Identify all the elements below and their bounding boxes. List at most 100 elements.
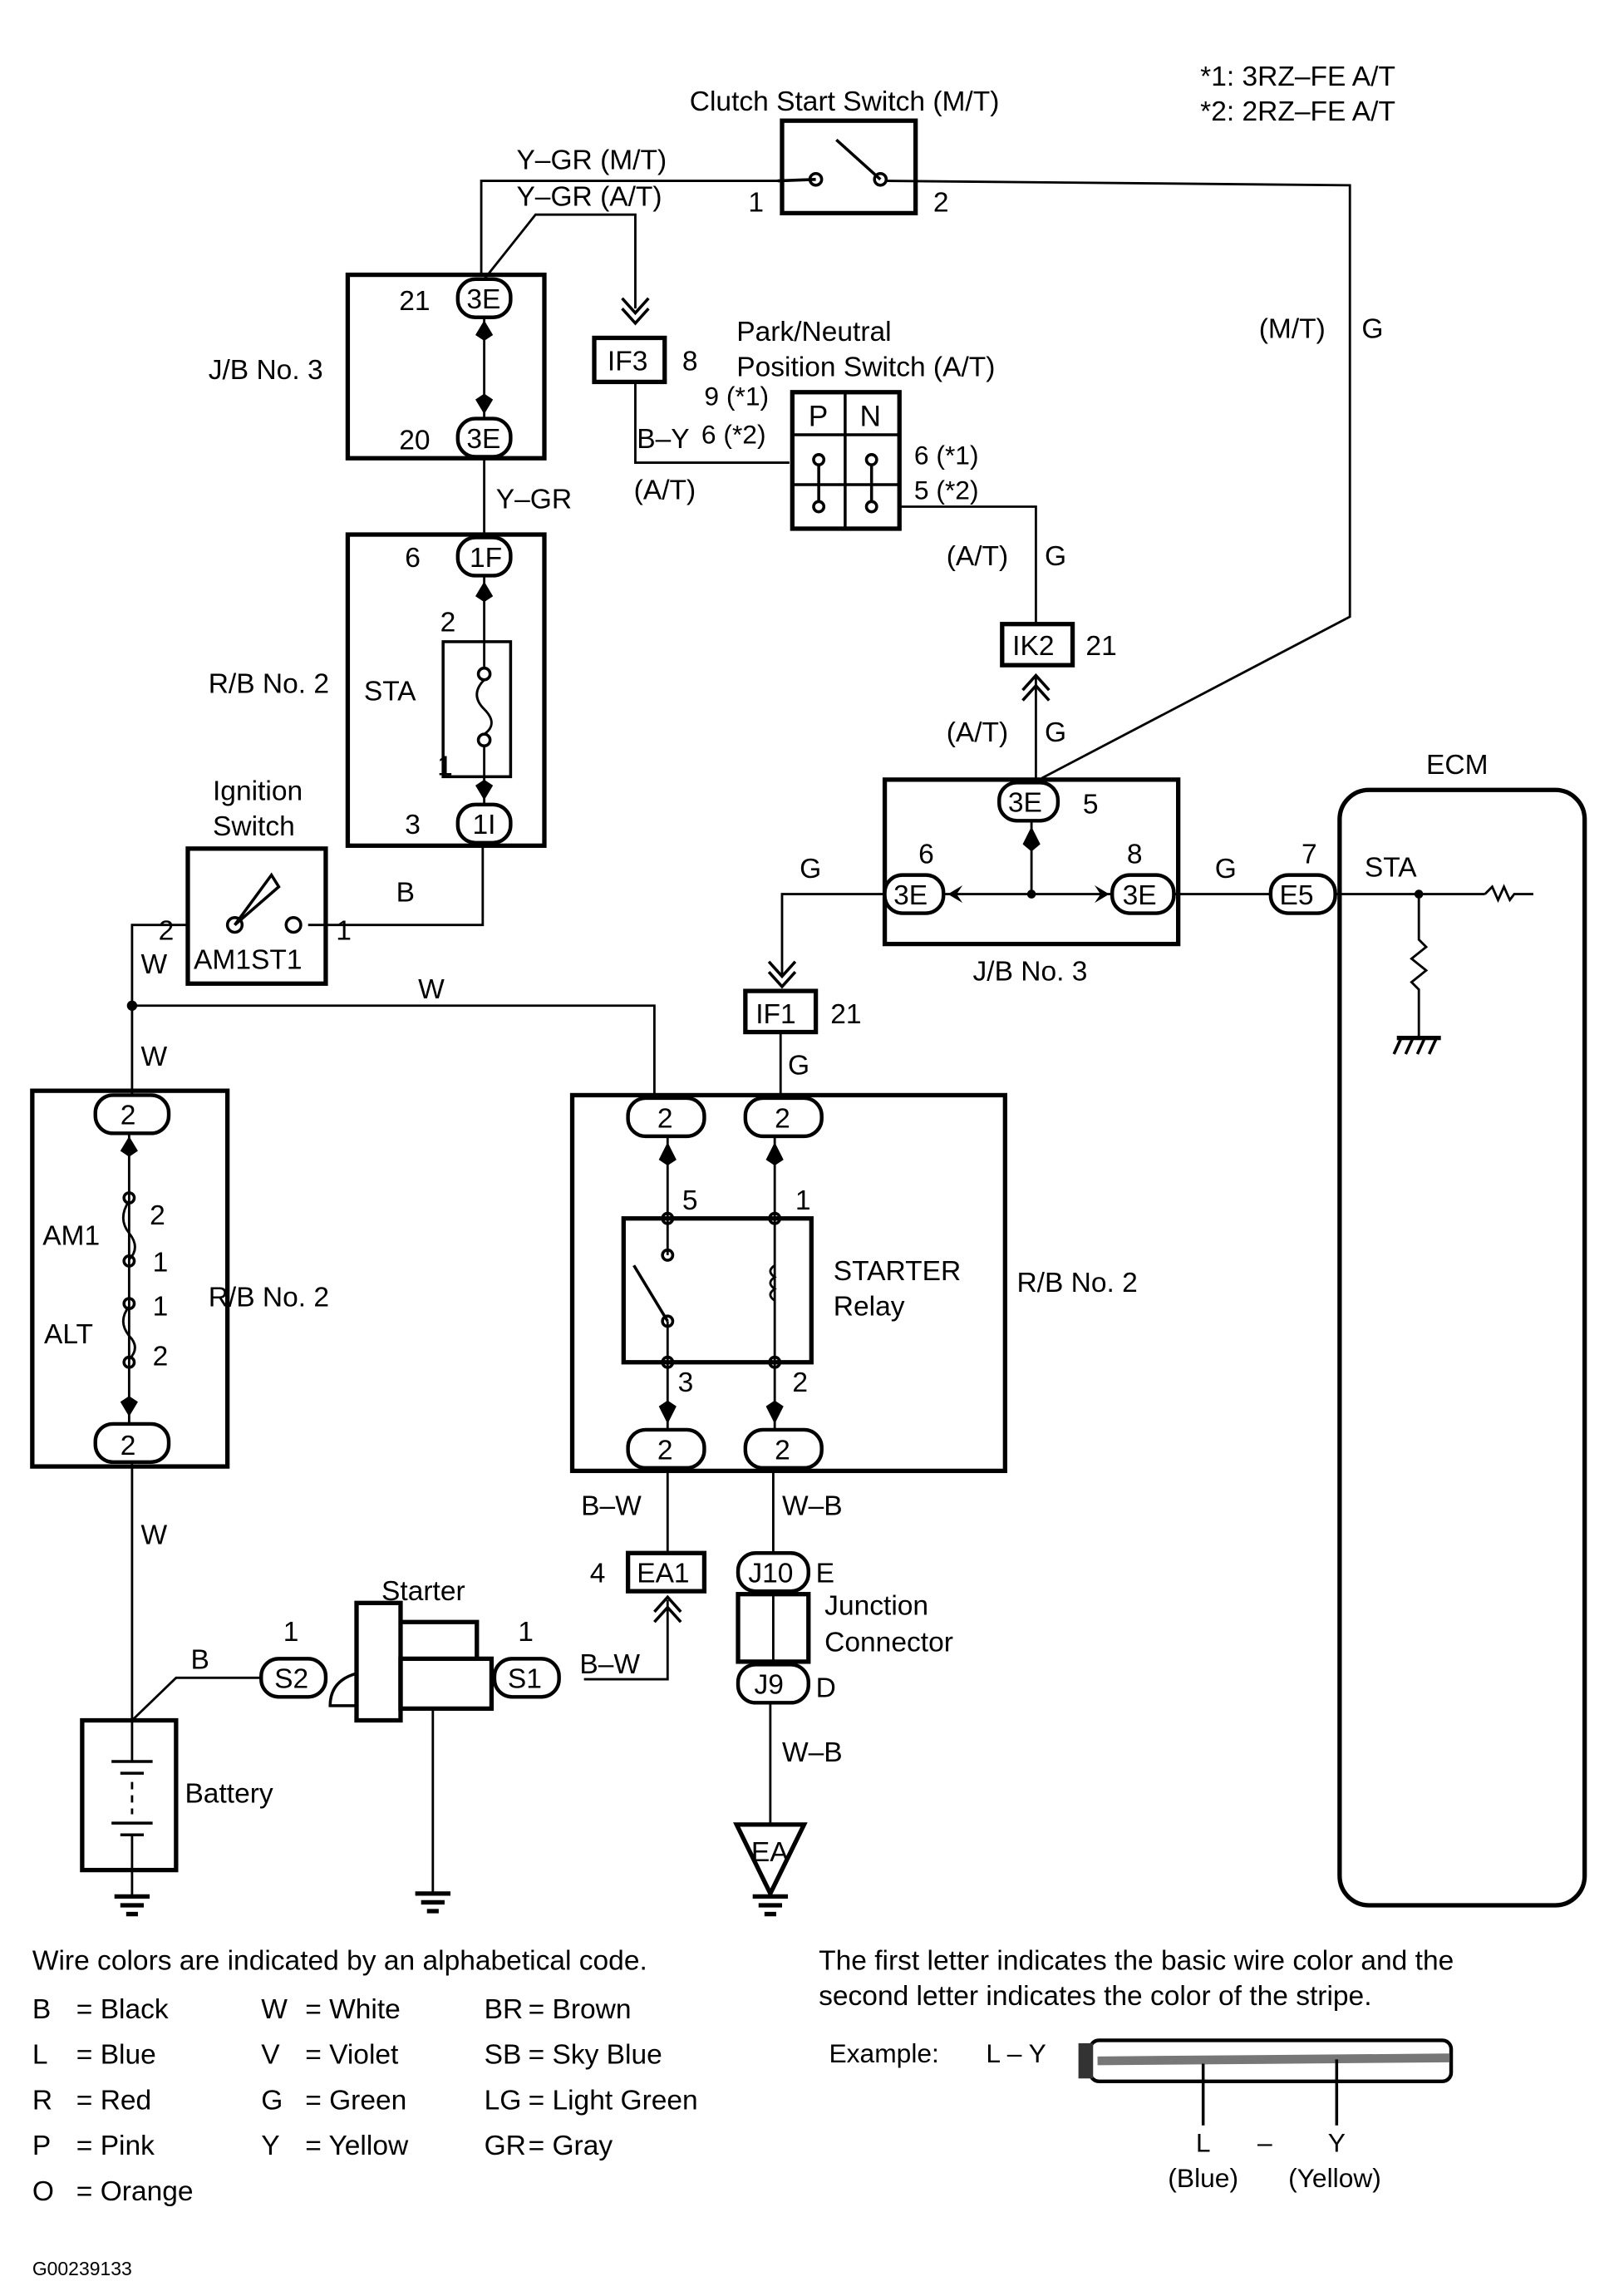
svg-text:(A/T): (A/T) xyxy=(634,475,696,506)
pin-if3-8: 8 xyxy=(682,346,698,377)
svg-text:G: G xyxy=(788,1051,809,1081)
legend-code: L xyxy=(32,2040,48,2071)
svg-text:1: 1 xyxy=(283,1617,299,1648)
pn-switch-label-2: Position Switch (A/T) xyxy=(736,352,995,382)
svg-text:6 (*1): 6 (*1) xyxy=(914,440,979,470)
svg-text:–: – xyxy=(1257,2128,1272,2158)
svg-text:2: 2 xyxy=(121,1101,136,1131)
wire-label-g-mt: G xyxy=(1361,313,1383,344)
connector-j9 xyxy=(736,1663,810,1705)
svg-text:AM1: AM1 xyxy=(42,1221,100,1252)
pin-clutch-2: 2 xyxy=(933,188,949,219)
jb3-box-left xyxy=(345,272,547,461)
clutch-start-switch xyxy=(777,118,918,216)
jb3-label-left: J/B No. 3 xyxy=(209,355,323,386)
svg-text:E: E xyxy=(816,1559,834,1589)
legend-color: = Violet xyxy=(305,2040,399,2071)
pn-p: P xyxy=(809,400,829,432)
svg-text:2: 2 xyxy=(775,1103,790,1134)
wire-ygr-at xyxy=(483,213,637,309)
legend-title: Wire colors are indicated by an alphabet… xyxy=(32,1946,647,1977)
svg-text:L: L xyxy=(1196,2128,1211,2158)
wire-by xyxy=(634,382,790,464)
svg-text:STA: STA xyxy=(364,677,416,707)
svg-text:IF3: IF3 xyxy=(608,346,647,377)
pn-n: N xyxy=(860,400,881,432)
legend-color: = Light Green xyxy=(529,2085,698,2116)
rb2-alt-box xyxy=(30,1088,230,1469)
battery xyxy=(80,1717,179,1873)
jb3-box-right xyxy=(882,777,1181,947)
svg-text:J10: J10 xyxy=(748,1559,793,1589)
clutch-switch-label: Clutch Start Switch (M/T) xyxy=(690,86,1000,117)
legend-code: V xyxy=(261,2040,280,2071)
svg-text:(Yellow): (Yellow) xyxy=(1288,2163,1381,2193)
legend-color: = Brown xyxy=(529,1994,632,2025)
svg-text:W: W xyxy=(140,1042,167,1072)
svg-text:2: 2 xyxy=(657,1103,673,1134)
svg-text:E5: E5 xyxy=(1279,880,1313,911)
figure-id: G00239133 xyxy=(32,2258,132,2279)
legend-color: = Red xyxy=(76,2085,151,2116)
legend-code: P xyxy=(32,2131,51,2161)
svg-text:9 (*1): 9 (*1) xyxy=(704,382,769,411)
legend-code: Y xyxy=(261,2131,279,2161)
svg-text:EA: EA xyxy=(751,1837,789,1868)
connector-3e-20: 3E xyxy=(466,424,500,455)
wire-label-ygr: Y–GR xyxy=(496,484,572,515)
ignition-switch xyxy=(185,846,328,986)
legend-code: LG xyxy=(485,2085,522,2116)
svg-text:W: W xyxy=(140,949,167,980)
ground-ea xyxy=(733,1822,808,1899)
note-2: *2: 2RZ–FE A/T xyxy=(1200,96,1395,127)
svg-text:2: 2 xyxy=(150,1200,165,1231)
wire-label-ygr-mt: Y–GR (M/T) xyxy=(516,145,667,175)
svg-text:5 (*2): 5 (*2) xyxy=(914,475,979,505)
svg-text:W–B: W–B xyxy=(782,1737,843,1768)
svg-text:21: 21 xyxy=(1085,631,1116,662)
svg-text:R/B No. 2: R/B No. 2 xyxy=(209,669,329,700)
svg-text:1: 1 xyxy=(795,1185,811,1216)
svg-text:G: G xyxy=(800,854,821,884)
svg-text:STA: STA xyxy=(1365,852,1417,883)
svg-text:G: G xyxy=(1045,717,1066,748)
connector-3e-21: 3E xyxy=(466,284,500,315)
legend-code: B xyxy=(32,1994,51,2025)
starter-relay xyxy=(621,1216,814,1365)
svg-text:B–W: B–W xyxy=(579,1649,640,1680)
starter-motor xyxy=(328,1600,495,1723)
park-neutral-switch xyxy=(790,390,902,531)
svg-text:5: 5 xyxy=(682,1185,698,1216)
svg-text:IF1: IF1 xyxy=(755,999,795,1030)
jb3-label-right: J/B No. 3 xyxy=(972,957,1087,988)
wire-example-icon xyxy=(1078,2038,1454,2126)
svg-text:3E: 3E xyxy=(1123,880,1157,911)
legend-color: = Orange xyxy=(76,2176,194,2207)
svg-text:Y: Y xyxy=(1328,2128,1346,2158)
legend-code: GR xyxy=(485,2131,526,2161)
svg-text:Ignition: Ignition xyxy=(213,776,303,807)
svg-text:21: 21 xyxy=(830,999,861,1030)
rb2-sta-box xyxy=(345,532,547,848)
svg-text:(A/T): (A/T) xyxy=(947,541,1009,572)
legend-code: O xyxy=(32,2176,54,2207)
svg-text:Example:: Example: xyxy=(829,2038,938,2068)
svg-text:6: 6 xyxy=(405,543,421,574)
pin-20: 20 xyxy=(399,426,430,456)
svg-text:2: 2 xyxy=(153,1341,169,1372)
svg-text:G: G xyxy=(1215,854,1237,884)
connector-ea1 xyxy=(625,1550,707,1594)
svg-text:1: 1 xyxy=(437,751,453,782)
svg-text:J9: J9 xyxy=(754,1670,783,1701)
svg-text:Relay: Relay xyxy=(834,1291,905,1322)
svg-text:2: 2 xyxy=(792,1367,808,1398)
svg-text:2: 2 xyxy=(657,1435,673,1466)
ecm-box xyxy=(1337,787,1587,1908)
svg-text:7: 7 xyxy=(1302,840,1317,870)
wire-ygr-mt xyxy=(480,180,782,277)
svg-text:R/B No. 2: R/B No. 2 xyxy=(209,1283,329,1313)
svg-text:2: 2 xyxy=(440,608,456,638)
pn-switch-label-1: Park/Neutral xyxy=(736,317,891,347)
legend-code: G xyxy=(261,2085,283,2116)
